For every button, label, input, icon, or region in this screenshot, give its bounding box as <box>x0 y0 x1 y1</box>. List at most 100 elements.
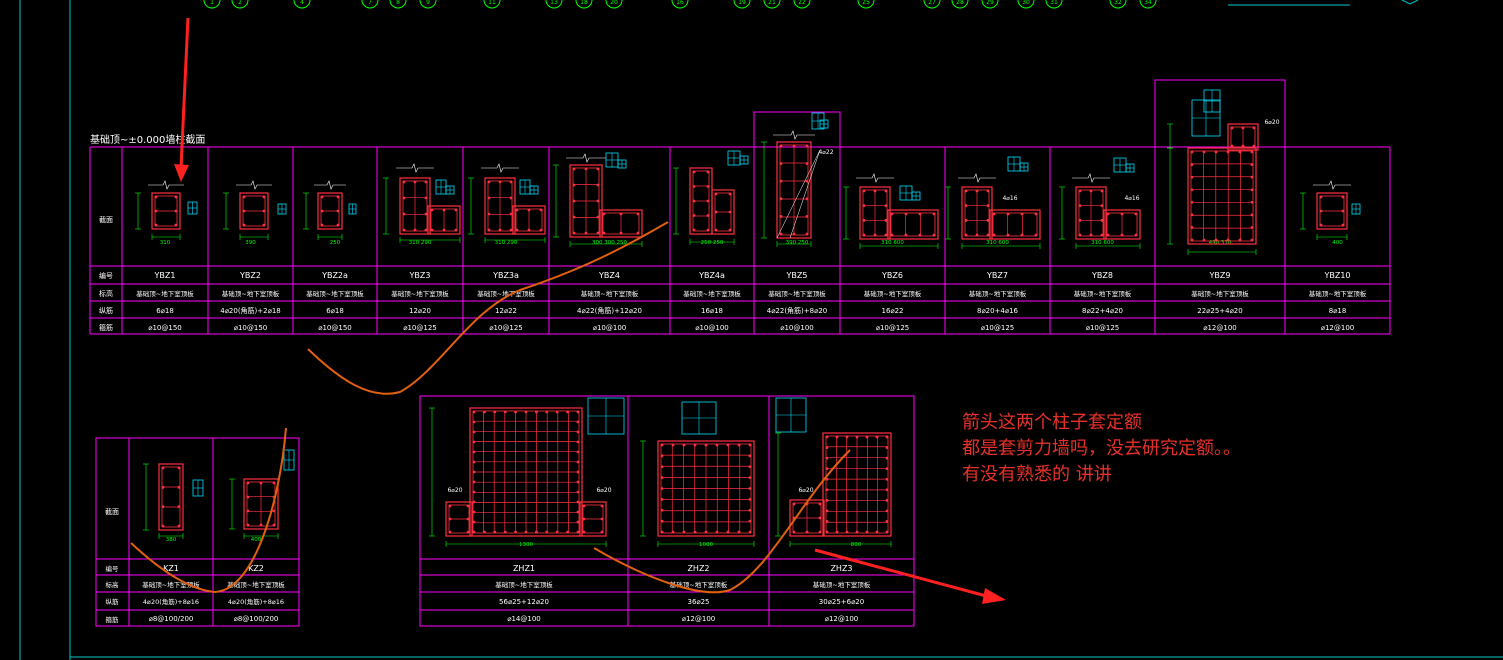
rebar-dot <box>509 212 513 216</box>
axis-number: 11 <box>488 0 496 6</box>
rebar-dot <box>576 430 580 434</box>
rebar-dot <box>259 523 263 527</box>
rebar-dot <box>448 517 452 521</box>
row-label-id: 编号 <box>99 271 113 280</box>
rebar-dot <box>726 530 730 534</box>
axis-number: 20 <box>610 0 618 6</box>
axis-bubble <box>981 0 999 9</box>
section-outline <box>1075 186 1107 240</box>
cell-id: YBZ7 <box>986 271 1008 280</box>
rebar-dot <box>430 208 434 212</box>
rebar-dot <box>1089 189 1093 193</box>
rebar-dot <box>1250 150 1254 154</box>
kz-cell-elevation: 基础顶~地下室顶板 <box>142 580 200 589</box>
axis-bubble <box>483 0 501 9</box>
axis-number: 29 <box>986 0 994 6</box>
stirrup-line <box>1190 150 1254 242</box>
cell-longitudinal: 6⌀18 <box>156 307 174 315</box>
section-outline <box>1103 209 1141 240</box>
rebar-dot <box>714 192 718 196</box>
rebar-dot <box>545 530 549 534</box>
rebar-dot <box>805 232 809 236</box>
rebar-dot <box>825 456 829 460</box>
rebar-dot <box>509 180 513 184</box>
rebar-dot <box>472 410 476 414</box>
rebar-dot <box>885 446 889 449</box>
rebar-dot <box>986 204 990 208</box>
rebar-dot <box>964 189 968 193</box>
rebar-dot <box>692 214 696 217</box>
cell-id: YBZ4 <box>598 271 620 280</box>
dimension-text: 310 600 <box>1091 240 1114 246</box>
cell-elevation: 基础顶~地下室顶板 <box>768 289 826 298</box>
rebar-dot <box>1250 213 1254 217</box>
rebar-dot <box>424 196 428 200</box>
kz-cell-elevation: 基础顶~地下室顶板 <box>227 580 285 589</box>
rebar-dot <box>1250 200 1254 204</box>
rebar-dot <box>693 443 697 447</box>
axis-number: 18 <box>580 0 588 6</box>
rebar-dot <box>825 435 829 439</box>
rebar-dot <box>792 502 796 506</box>
rebar-dot <box>246 523 250 527</box>
rebar-dot <box>1250 238 1254 242</box>
break-line <box>773 130 815 140</box>
rebar-dot <box>472 450 476 454</box>
rebar-dot <box>714 210 718 214</box>
rebar-dot <box>246 495 250 499</box>
cell-id: YBZ1 <box>154 271 176 280</box>
orange-scribble <box>593 449 851 594</box>
rebar-dot <box>336 209 340 213</box>
rebar-dot <box>748 443 752 447</box>
rebar-dot <box>524 410 528 414</box>
kz-label-id: 编号 <box>106 564 120 573</box>
zhz-cell-elevation: 基础顶~地下室顶板 <box>495 580 553 589</box>
section-outline <box>239 192 269 230</box>
axis-bubble <box>1139 0 1157 9</box>
rebar-dot <box>660 476 664 480</box>
rebar-dot <box>402 228 406 232</box>
axis-number: 13 <box>550 0 558 6</box>
cell-elevation: 基础顶~地下室顶板 <box>683 289 741 298</box>
rebar-dot <box>682 530 686 534</box>
cell-stirrup: ⌀10@150 <box>234 324 267 332</box>
rebar-dot <box>503 410 507 414</box>
axis-number: 28 <box>956 0 964 6</box>
rebar-dot <box>1106 212 1110 216</box>
rebar-dot <box>424 212 428 216</box>
axis-number: 1 <box>210 0 214 6</box>
row-label-longitudinal: 纵筋 <box>99 306 113 315</box>
rebar-dot <box>660 508 664 512</box>
rebar-dot <box>835 530 839 534</box>
cell-id: YBZ10 <box>1323 271 1350 280</box>
rebar-dot <box>1250 188 1254 192</box>
rebar-dot <box>487 212 491 216</box>
rebar-dot <box>692 170 696 174</box>
rebar-dot <box>466 517 470 521</box>
rebar-dot <box>805 144 809 148</box>
section-outline <box>317 192 343 230</box>
rebar-dot <box>873 233 877 237</box>
cell-stirrup: ⌀10@100 <box>780 324 813 332</box>
rebar-dot <box>442 208 446 212</box>
rebar-dot <box>885 435 889 439</box>
rebar-dot <box>600 530 604 534</box>
rebar-dot <box>1252 126 1256 130</box>
section-outline <box>657 440 755 537</box>
rebar-dot <box>262 209 266 213</box>
rebar-dot <box>1190 213 1194 217</box>
rebar-callout: 4⌀22 <box>818 149 833 156</box>
dimension-text: 310 290 <box>495 240 518 246</box>
cell-stirrup: ⌀12@100 <box>1203 324 1236 332</box>
cell-longitudinal: 12⌀22 <box>495 307 517 315</box>
rebar-dot <box>682 443 686 447</box>
dimension-text: 390 250 <box>786 240 809 246</box>
rebar-dot <box>862 204 866 208</box>
zhz-cell-id: ZHZ2 <box>687 564 709 573</box>
section-outline <box>789 499 825 537</box>
axis-bubble <box>545 0 563 9</box>
rebar-dot <box>259 481 263 485</box>
kz-cell-id: KZ1 <box>163 564 179 573</box>
rebar-dot <box>975 189 979 193</box>
